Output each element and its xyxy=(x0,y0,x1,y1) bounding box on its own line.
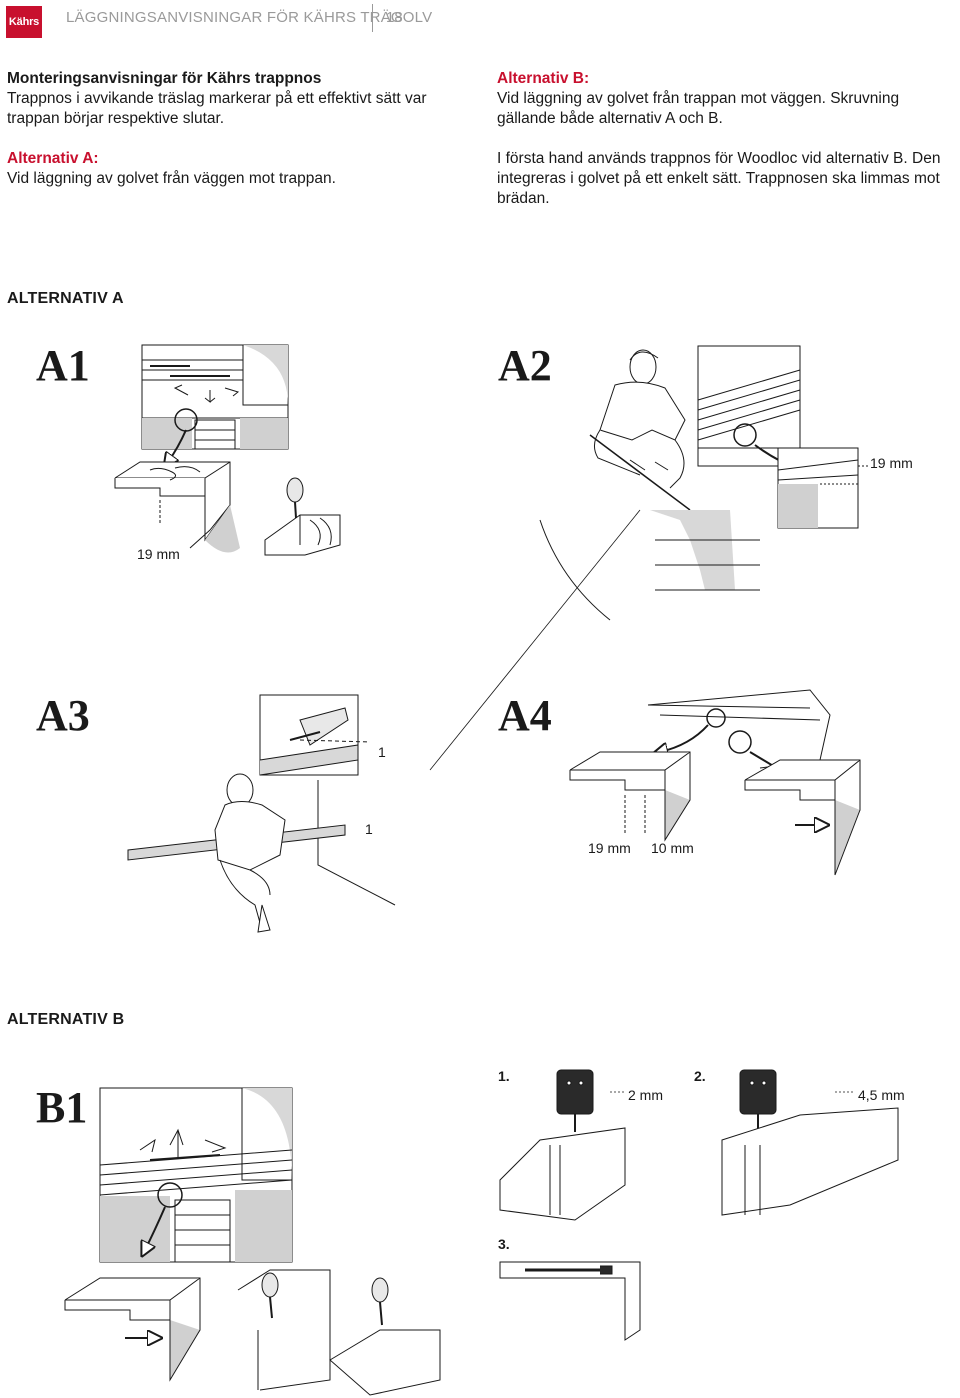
arrow-icon xyxy=(168,408,198,462)
section-b-title: ALTERNATIV B xyxy=(7,1011,125,1028)
sub-step-3: 3. xyxy=(498,1236,510,1252)
step-a1-label: A1 xyxy=(36,341,90,390)
dim-b-step2: 4,5 mm xyxy=(858,1087,905,1103)
b1-stair-nose-illustrations xyxy=(64,1269,441,1396)
sub-step-2: 2. xyxy=(694,1068,706,1084)
dim-a4-right: 10 mm xyxy=(651,840,694,856)
intro-right: Alternativ B: Vid läggning av golvet frå… xyxy=(497,69,959,209)
dim-a1: 19 mm xyxy=(137,546,180,562)
saw-icon xyxy=(259,694,371,776)
sub-step-1: 1. xyxy=(498,1068,510,1084)
screw-icon xyxy=(499,1069,899,1341)
a2-guide-line xyxy=(429,509,641,771)
header-divider xyxy=(372,4,373,32)
dim-b-step1: 2 mm xyxy=(628,1087,663,1103)
step-b1-label: B1 xyxy=(36,1083,88,1132)
a1-room-illustration xyxy=(141,344,289,450)
dim-a2: 19 mm xyxy=(870,455,913,471)
a3-person-illustration xyxy=(127,773,396,933)
kahrs-logo: Kährs xyxy=(6,6,42,38)
b1-room-illustration xyxy=(99,1087,293,1263)
a2-stair-illustration xyxy=(539,434,760,621)
a4-illustration xyxy=(569,689,861,876)
dim-a4-left: 19 mm xyxy=(588,840,631,856)
b1-arrow-icon xyxy=(145,1182,183,1250)
page-number: 18 xyxy=(386,9,403,26)
drill-icon xyxy=(264,477,341,556)
alt-a-title: Alternativ A: xyxy=(7,150,99,167)
dim-a3-mark-1: 1 xyxy=(378,744,386,760)
section-a-title: ALTERNATIV A xyxy=(7,290,124,307)
alt-b-note: I första hand används trappnos för Woodl… xyxy=(497,150,941,207)
a2-person-illustration xyxy=(594,349,686,489)
step-a4-label: A4 xyxy=(498,691,552,740)
intro-left: Monteringsanvisningar för Kährs trappnos… xyxy=(7,69,477,189)
intro-heading: Monteringsanvisningar för Kährs trappnos xyxy=(7,70,322,87)
dim-a3-mark-2: 1 xyxy=(365,821,373,837)
alt-b-body: Vid läggning av golvet från trappan mot … xyxy=(497,90,900,127)
step-a3-label: A3 xyxy=(36,691,90,740)
a1-stair-nose-illustration xyxy=(114,461,240,553)
intro-body: Trappnos i avvikande träslag markerar på… xyxy=(7,90,427,127)
header-title: LÄGGNINGSANVISNINGAR FÖR KÄHRS TRÄGOLV xyxy=(66,9,433,26)
step-a2-label: A2 xyxy=(498,341,552,390)
alt-a-body: Vid läggning av golvet från väggen mot t… xyxy=(7,170,336,187)
a2-room-illustration xyxy=(697,345,868,529)
alt-b-title: Alternativ B: xyxy=(497,70,590,87)
